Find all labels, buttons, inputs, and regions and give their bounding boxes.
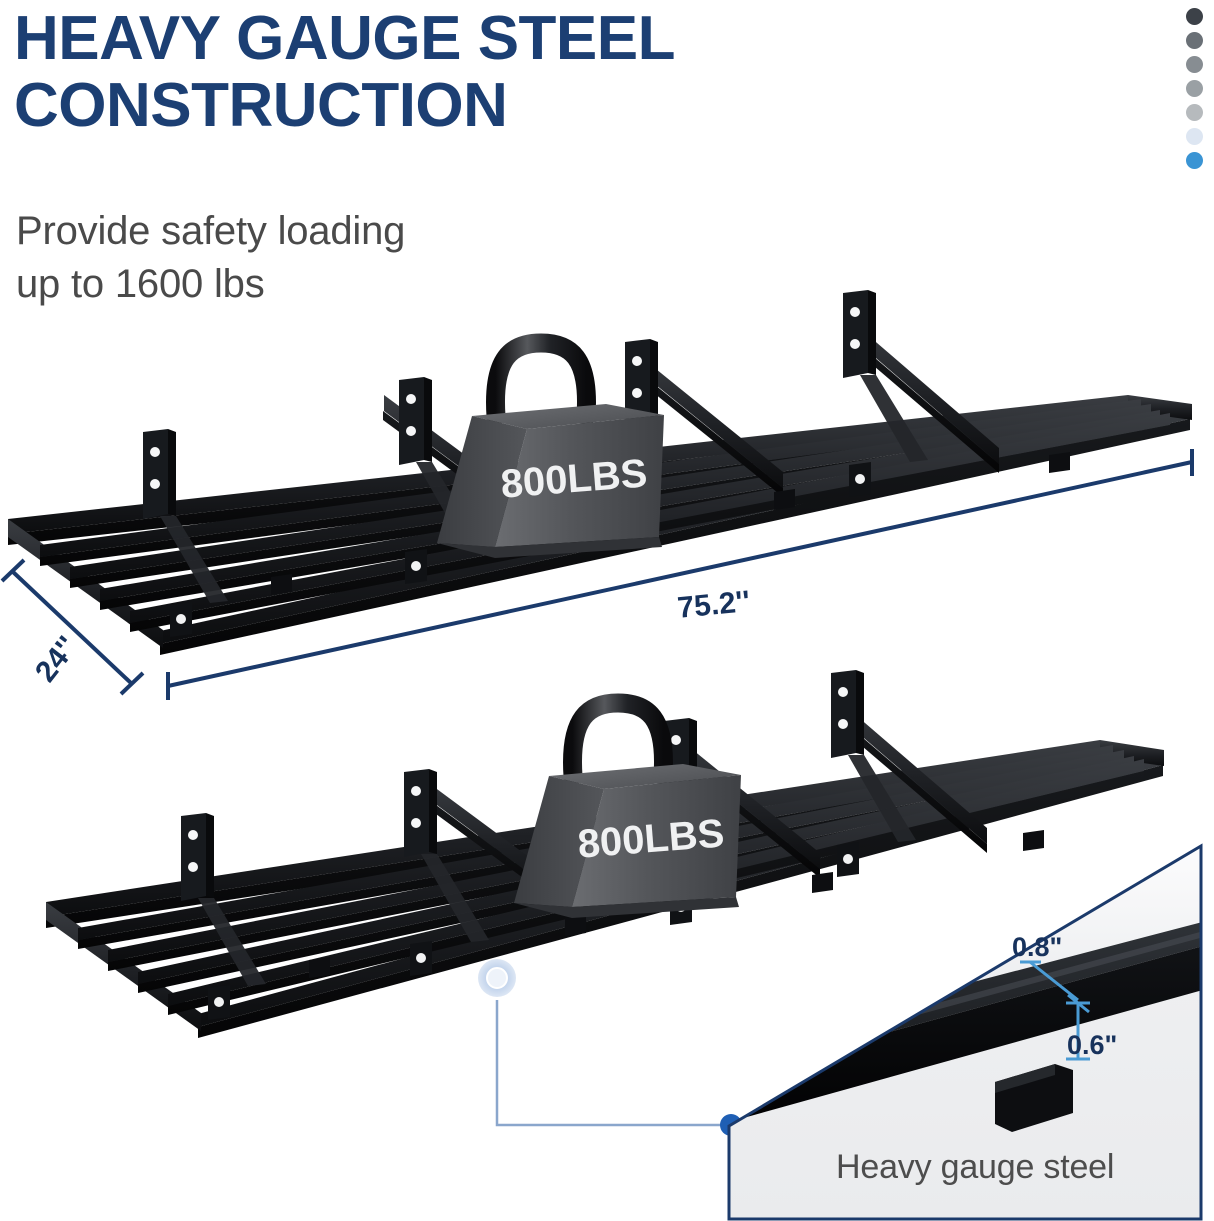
dimension-lines xyxy=(0,449,1194,700)
dimension-label-bar-width: 0.8" xyxy=(1012,932,1063,962)
shelf-unit-top: 800LBS xyxy=(8,290,1192,655)
page-subtitle: Provide safety loading up to 1600 lbs xyxy=(16,209,406,306)
dimension-label-length: 75.2'' xyxy=(676,585,752,625)
pagination-dot-2[interactable] xyxy=(1186,32,1203,49)
shelf-bottom-crossmembers xyxy=(421,698,987,911)
pagination-dot-1[interactable] xyxy=(1186,8,1203,25)
shelf-bottom-feet xyxy=(309,830,1044,978)
pagination-dot-5[interactable] xyxy=(1186,104,1203,121)
pagination-dot-3[interactable] xyxy=(1186,56,1203,73)
shelf-unit-bottom: 800LBS xyxy=(46,670,1164,1038)
pagination-dot-6[interactable] xyxy=(1186,128,1203,145)
pagination-dots[interactable] xyxy=(1186,8,1203,169)
detail-panel xyxy=(727,843,1203,1221)
detail-callout-connector xyxy=(478,959,742,1136)
pagination-dot-7-active[interactable] xyxy=(1186,152,1203,169)
dimension-label-bar-height: 0.6" xyxy=(1067,1030,1118,1060)
detail-marker-dot xyxy=(486,967,508,989)
detail-dimension-lines xyxy=(1020,960,1090,1061)
pagination-dot-4[interactable] xyxy=(1186,80,1203,97)
weight-block-top: 800LBS xyxy=(437,333,664,558)
page-title: HEAVY GAUGE STEEL CONSTRUCTION xyxy=(14,4,676,140)
weight-block-bottom: 800LBS xyxy=(514,693,741,918)
